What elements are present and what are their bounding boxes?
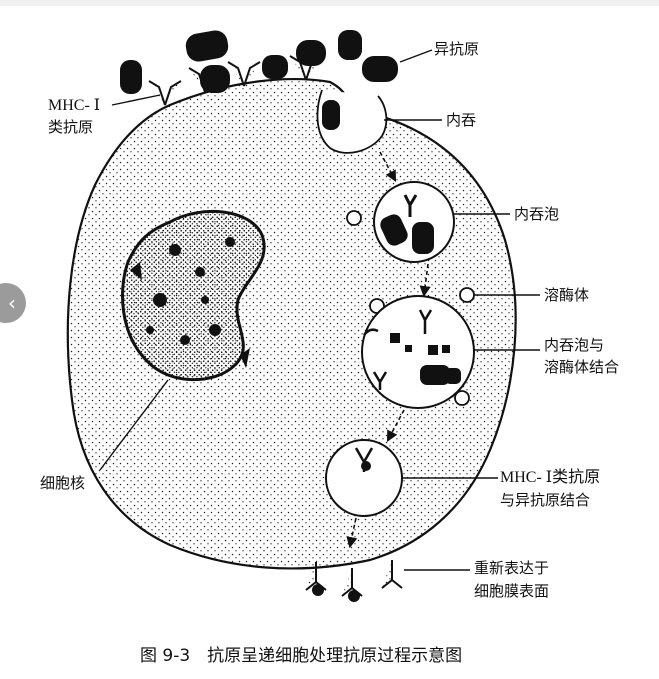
nucleus [121, 210, 266, 382]
re-expressed-receptors [305, 560, 403, 602]
figure-caption: 图 9-3 抗原呈递细胞处理抗原过程示意图 [140, 646, 462, 666]
label-mhc-line1: MHC- Ⅰ [48, 97, 100, 114]
label-fusion-line2: 溶酶体结合 [544, 358, 619, 376]
label-fusion-line1: 内吞泡与 [544, 336, 604, 354]
label-mhc-line2: 类抗原 [48, 118, 93, 136]
leader-nucleus [99, 379, 169, 471]
label-reexpress-line2: 细胞膜表面 [474, 582, 549, 600]
foreign-antigens [120, 30, 398, 130]
leader-foreign-antigen [399, 49, 433, 63]
label-foreign-antigen: 异抗原 [434, 40, 479, 58]
top-strip [0, 0, 659, 6]
label-lysosome: 溶酶体 [544, 286, 589, 304]
phagolysosome [361, 295, 475, 409]
lysosome-4 [454, 390, 470, 406]
chevron-left-icon: ‹ [8, 291, 16, 315]
arrow-fusion-to-binding [386, 409, 405, 442]
lysosome-2 [459, 287, 475, 303]
mhc-antigen-vesicle [325, 439, 403, 517]
arrow-binding-to-surface [346, 517, 358, 549]
label-reexpress-line1: 重新表达于 [474, 559, 549, 577]
label-nucleus: 细胞核 [40, 474, 85, 492]
leader-mhc [111, 94, 161, 106]
label-binding-line2: 与异抗原结合 [500, 491, 590, 509]
arrow-vesicle-to-fusion [419, 263, 431, 298]
label-endocytic-vesicle: 内吞泡 [514, 205, 559, 223]
arrow-endocytosis-to-vesicle [379, 151, 397, 182]
lysosome-1 [346, 210, 362, 226]
label-endocytosis: 内吞 [446, 111, 476, 129]
endocytic-vesicle [373, 181, 455, 263]
label-binding-line1: MHC- Ⅰ类抗原 [500, 468, 600, 486]
